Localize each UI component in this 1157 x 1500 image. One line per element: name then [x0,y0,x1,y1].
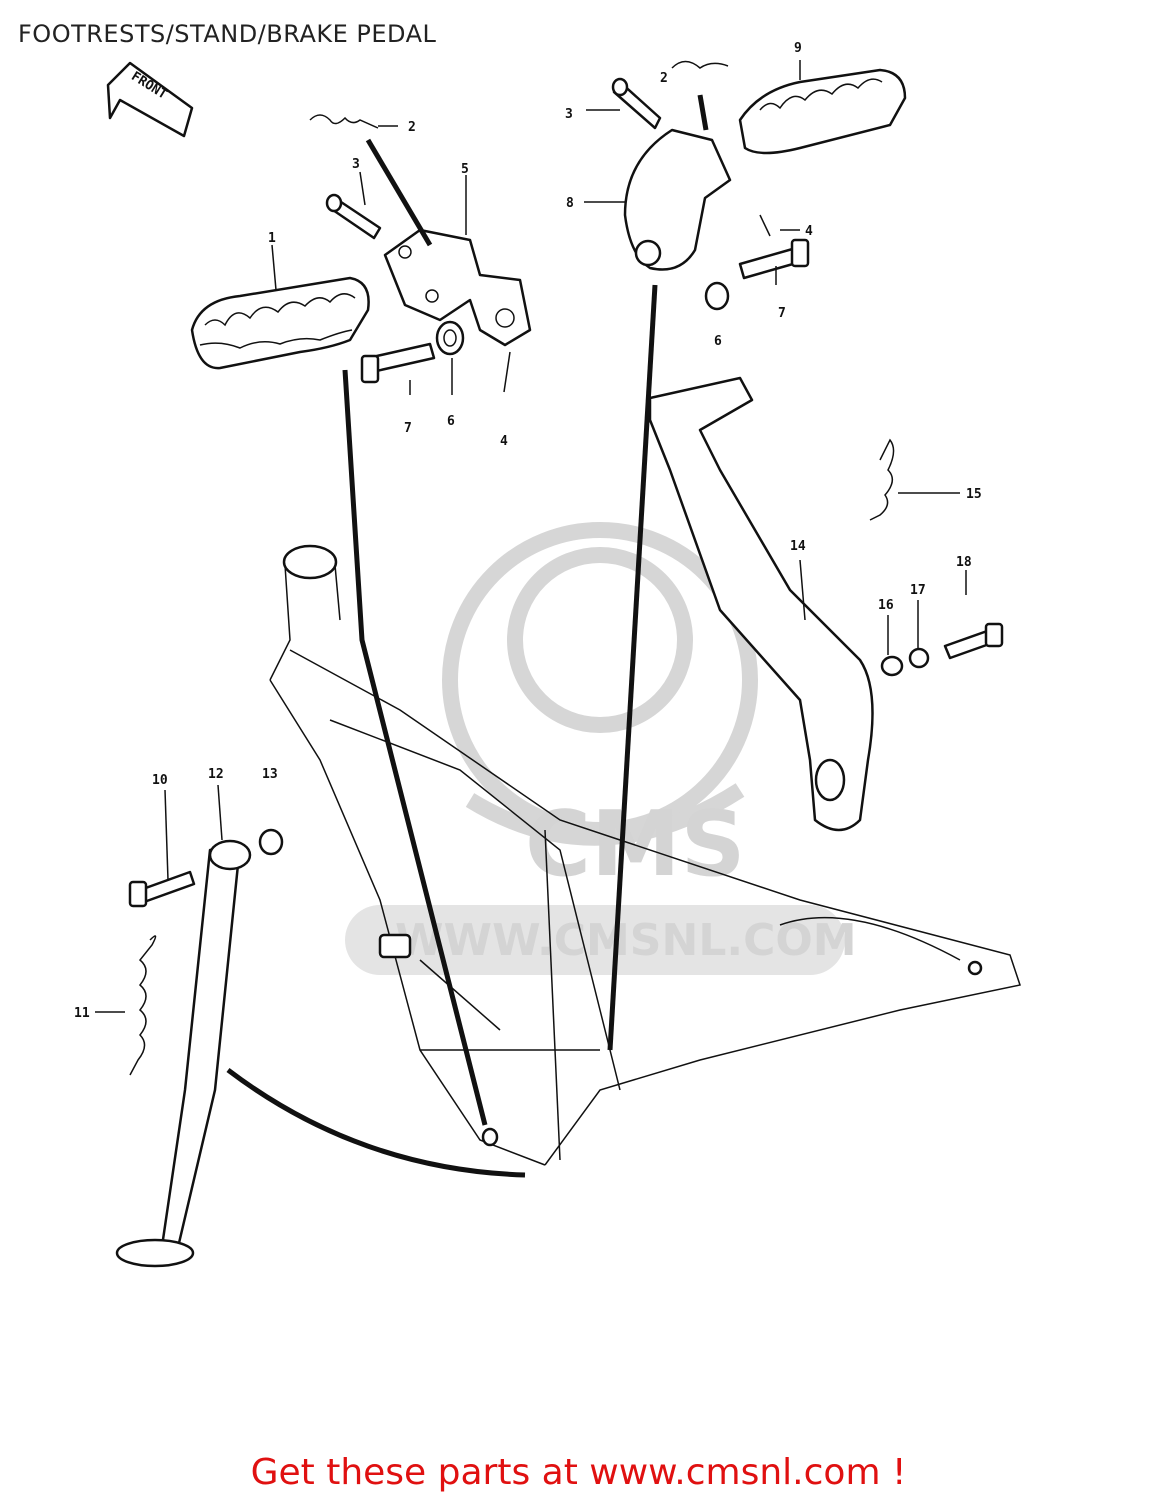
watermark-url: WWW.CMSNL.COM [395,915,857,966]
callout-1: 1 [268,231,276,246]
callout-7-right: 7 [778,306,786,321]
callout-3-right: 3 [565,107,573,122]
callout-17: 17 [910,583,926,598]
callout-18: 18 [956,555,972,570]
brake-pedal-assembly [648,376,1004,832]
diagram-title: FOOTRESTS/STAND/BRAKE PEDAL [18,20,437,48]
callout-8: 8 [566,196,574,211]
callout-10: 10 [152,773,168,788]
callout-16: 16 [878,598,894,613]
front-direction-tag: FRONT [106,61,194,138]
callout-14: 14 [790,539,806,554]
footer-promo-link[interactable]: Get these parts at www.cmsnl.com ! [250,1452,907,1493]
callout-12: 12 [208,767,224,782]
callout-4-right: 4 [805,224,813,239]
callout-9: 9 [794,41,802,56]
callout-labels: 1 2 2 3 3 4 4 5 6 6 7 7 8 9 10 11 12 13 … [74,41,982,1021]
side-stand-assembly [115,828,284,1268]
left-footrest-bracket [383,228,532,347]
leader-lines [95,60,967,1013]
callout-6-right: 6 [714,334,722,349]
callout-6-left: 6 [447,414,455,429]
callout-5: 5 [461,162,469,177]
motorcycle-frame [269,544,1021,1166]
callout-13: 13 [262,767,278,782]
assembly-arrows [226,94,709,1178]
callout-2-left: 2 [408,120,416,135]
callout-11: 11 [74,1006,90,1021]
left-footrest [190,276,370,370]
callout-4-left: 4 [500,434,508,449]
callout-7-left: 7 [404,421,412,436]
callout-3-left: 3 [352,157,360,172]
callout-2-right: 2 [660,71,668,86]
left-small-parts [309,114,511,393]
right-small-parts [611,60,907,311]
callout-15: 15 [966,487,982,502]
